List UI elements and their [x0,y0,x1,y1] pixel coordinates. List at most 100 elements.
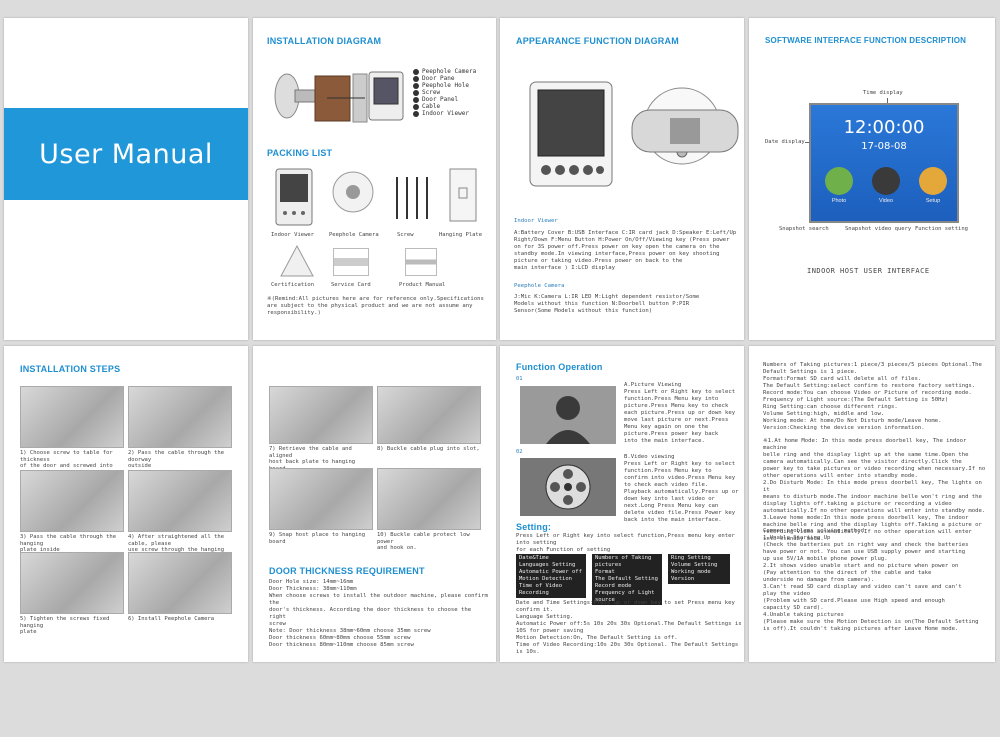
indoor-viewer-description: A:Battery Cover B:USB Interface C:IR car… [514,230,737,271]
indoor-viewer-label: Indoor Viewer [514,218,558,224]
step-caption: 10) Buckle cable protect low power and h… [377,532,470,551]
screw-image [396,177,428,219]
settings-menu-2[interactable]: Numbers of Taking pictures Format The De… [592,554,662,605]
step-caption: 6) Install Peephole Camera [128,616,215,622]
installation-diagram-illustration [274,71,404,123]
legend-item: Cable [422,103,441,110]
peephole-camera-image [332,171,374,213]
item-number: 01 [516,376,523,382]
peephole-camera-label: Peephole Camera [514,283,565,289]
common-problems: Common problems solving method 1.Unable … [763,528,979,632]
appearance-function-title: APPEARANCE FUNCTION DIAGRAM [516,36,679,46]
title-band: User Manual [4,108,248,200]
step-photo [269,386,373,444]
bullet-icon [413,75,419,82]
time-display-label: Time display [863,90,903,96]
setup-icon[interactable] [919,167,947,195]
product-manual-image [405,248,437,276]
legend-item: Door Pane [422,75,455,82]
packing-item-label: Certification [271,282,315,288]
settings-explanation: Numbers of Taking pictures:1 piece/3 pie… [763,362,982,431]
cover-panel: User Manual [4,18,248,340]
manual-title: User Manual [39,138,213,170]
snapshot-video-query-label: Snapshot video query [845,226,912,232]
clock-date: 17-08-08 [861,141,907,152]
legend-item: Door Panel [422,96,459,103]
installation-diagram-panel: INSTALLATION DIAGRAM Peephole Camera Doo… [253,18,496,340]
installation-steps-title: INSTALLATION STEPS [20,364,121,374]
installation-steps-panel: INSTALLATION STEPS 1) Choose screw to ta… [4,346,248,662]
step-photo [377,386,481,444]
packing-item-label: Product Manual [399,282,446,288]
legend-item: Peephole Camera [422,68,477,75]
setting-title: Setting: [516,522,552,532]
packing-item-label: Hanging Plate [439,232,483,238]
step-caption: 5) Tighten the screws fixed hanging plat… [20,616,110,635]
settings-menu-3[interactable]: Ring Setting Volume Setting Working mode… [668,554,730,584]
step-photo [377,468,481,530]
service-card-image [333,248,369,276]
troubleshooting-panel: Numbers of Taking pictures:1 piece/3 pie… [749,346,995,662]
step-caption: 8) Buckle cable plug into slot, [377,446,480,452]
function-setting-label: Function setting [915,226,968,232]
setting-details: Date and Time Settings:Press up or down … [516,600,742,655]
installation-diagram-title: INSTALLATION DIAGRAM [267,36,382,46]
legend-item: Peephole Hole [422,82,469,89]
photo-label: Photo [831,198,847,204]
video-icon[interactable] [872,167,900,195]
date-display-label: Date display [765,139,805,145]
door-thickness-text: Door Hole size: 14mm~16mm Door Thickness… [269,579,488,648]
bullet-icon [413,68,419,75]
bullet-icon [413,96,419,103]
bullet-icon [413,110,419,117]
clock-time: 12:00:00 [843,117,925,138]
step-photo [20,470,124,532]
peephole-camera-description: J:Mic K:Camera L:IR LED M:Light dependen… [514,294,700,314]
bullet-icon [413,103,419,110]
reference-note: ※(Remind:All pictures here are for refer… [267,296,484,316]
step-caption: 2) Pass the cable through the doorway ou… [128,450,225,469]
step-caption: 3) Pass the cable through the hanging pl… [20,534,117,553]
packing-item-label: Indoor Viewer [271,232,315,238]
door-thickness-title: DOOR THICKNESS REQUIREMENT [269,566,425,576]
video-viewing-text: B.Video viewing Press Left or Right key … [624,454,739,523]
step-photo [20,552,124,614]
indoor-viewer-front-image [529,81,613,187]
setting-intro: Press Left or Right key into select func… [516,533,735,553]
packing-item-label: Screw [397,232,414,238]
step-photo [269,468,373,530]
video-label: Video [879,198,893,204]
setup-label: Setup [925,198,941,204]
step-caption: 9) Snap host place to hanging board [269,532,366,545]
film-reel-icon [520,458,616,516]
bullet-icon [413,89,419,96]
step-caption: 4) After straightened all the cable, ple… [128,534,225,560]
packing-item-label: Service Card [331,282,371,288]
photo-icon[interactable] [825,167,853,195]
interface-caption: INDOOR HOST USER INTERFACE [807,267,930,275]
step-photo [20,386,124,448]
door-thickness-panel: 7) Retrieve the cable and aligned host b… [253,346,496,662]
software-interface-panel: SOFTWARE INTERFACE FUNCTION DESCRIPTION … [749,18,995,340]
software-interface-title: SOFTWARE INTERFACE FUNCTION DESCRIPTION [765,36,967,45]
picture-viewing-text: A.Picture Viewing Press Left or Right ke… [624,382,736,444]
settings-menu-1[interactable]: Date&Time Languages Setting Automatic Po… [516,554,586,598]
legend-item: Screw [422,89,441,96]
function-operation-panel: Function Operation 01 A.Picture Viewing … [500,346,744,662]
indoor-viewer-back-image [631,109,739,153]
step-photo [128,552,232,614]
item-number: 02 [516,449,523,455]
working-modes-explanation: ※1.At home Mode: In this mode press door… [763,438,986,542]
bullet-icon [413,82,419,89]
legend-list: Peephole Camera Door Pane Peephole Hole … [413,68,476,117]
indoor-viewer-image [275,168,313,226]
step-photo [128,386,232,448]
certification-image [280,244,314,277]
function-operation-title: Function Operation [516,362,603,372]
step-photo [128,470,232,532]
appearance-function-panel: APPEARANCE FUNCTION DIAGRAM Indoor Viewe… [500,18,744,340]
snapshot-search-label: Snapshot search [779,226,829,232]
person-icon [520,386,616,444]
indoor-host-screen: 12:00:00 17-08-08 Photo Video Setup [809,103,959,223]
packing-list-title: PACKING LIST [267,148,333,158]
